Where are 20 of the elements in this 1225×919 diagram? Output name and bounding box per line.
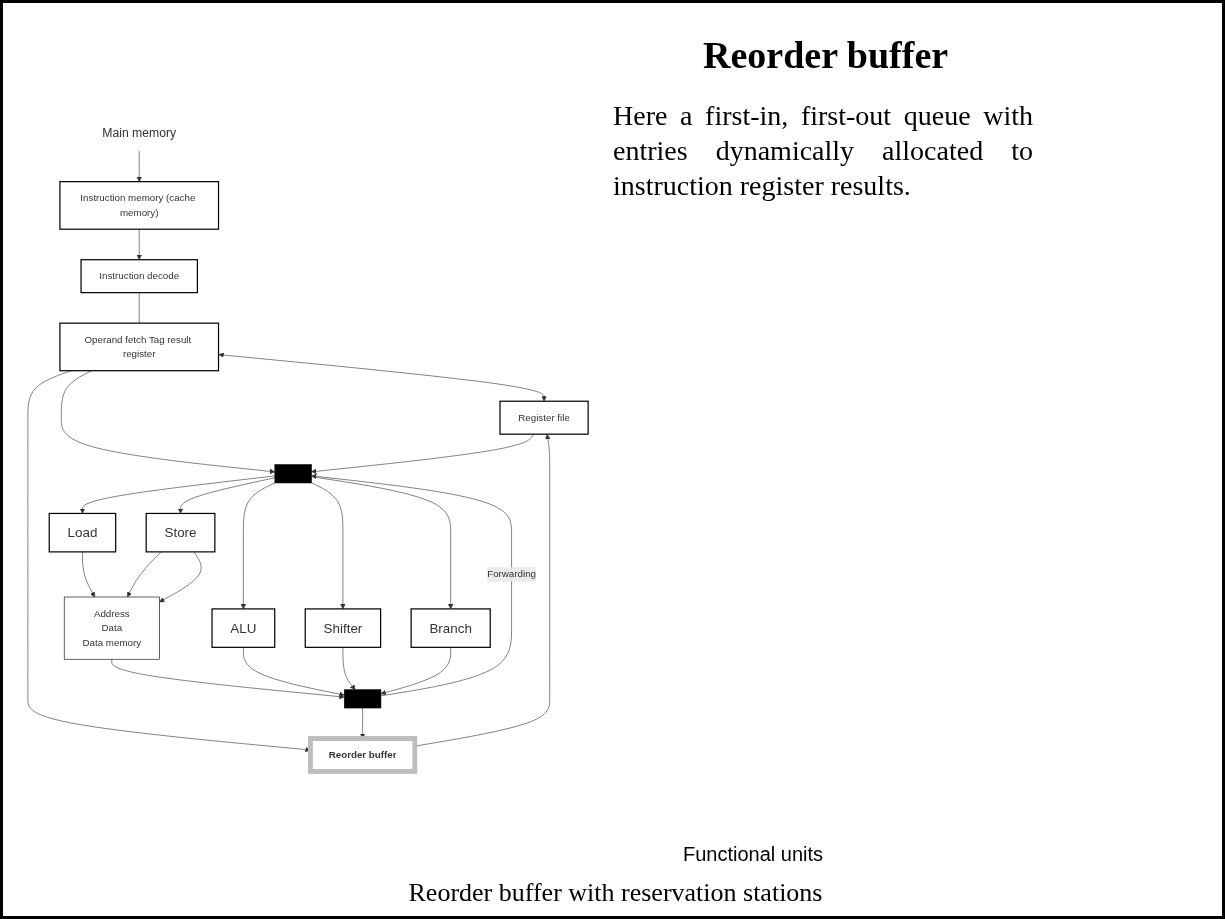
description-text: Here a first-in, first-out queue with entries dynamically allocated to instruction register results.: [613, 99, 1033, 203]
node-box: ALU: [211, 608, 276, 648]
connector: [138, 292, 140, 324]
edge-label: Forwarding: [487, 568, 536, 580]
node-box: Register file: [499, 400, 589, 435]
node-box: Branch: [410, 608, 491, 648]
node-bar: [274, 464, 312, 484]
node-box: Address Data Data memory: [63, 596, 160, 660]
group-label: Functional units: [683, 843, 824, 866]
node-box: Shifter: [304, 608, 382, 648]
node-box: Instruction decode: [80, 259, 198, 294]
caption: Reorder buffer with reservation stations: [407, 878, 824, 908]
node-box: Instruction memory (cache memory): [59, 181, 220, 230]
node-box: Store: [145, 512, 216, 553]
node-box: Operand fetch Tag result register: [59, 322, 220, 372]
node-bar: [344, 689, 382, 709]
node-box: Reorder buffer: [308, 736, 418, 774]
node-box: Load: [48, 512, 117, 553]
node-text: Main memory: [102, 126, 177, 140]
title: Reorder buffer: [703, 33, 949, 77]
